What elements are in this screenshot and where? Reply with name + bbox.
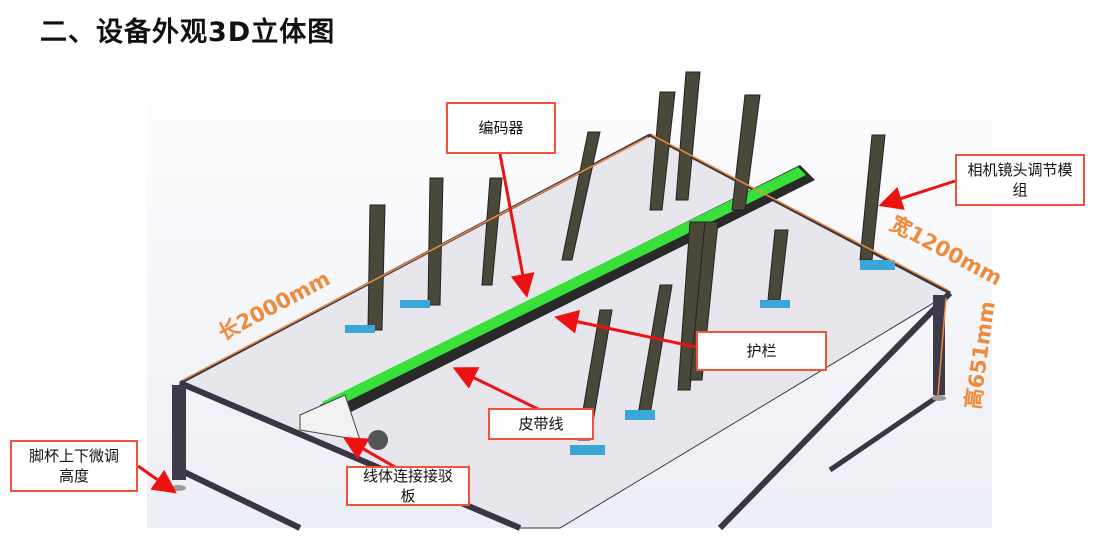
camera-posts xyxy=(367,71,886,441)
callout-guardrail: 护栏 xyxy=(696,331,827,371)
foot-cup xyxy=(932,395,946,401)
callout-connect-plate: 线体连接接驳板 xyxy=(346,466,470,506)
foot-cup xyxy=(170,485,186,491)
table-leg xyxy=(172,385,186,480)
callout-camera-module: 相机镜头调节模组 xyxy=(955,154,1085,206)
callout-belt-line: 皮带线 xyxy=(488,408,594,440)
callout-arrows xyxy=(137,153,956,494)
page-title: 二、设备外观3D立体图 xyxy=(40,17,336,48)
callout-encoder: 编码器 xyxy=(446,102,556,154)
post-brackets xyxy=(345,260,895,455)
motor xyxy=(368,430,388,450)
dimension-lines xyxy=(182,134,949,396)
table-leg xyxy=(933,295,945,395)
table-frame xyxy=(170,133,953,531)
callout-foot-cup: 脚杯上下微调高度 xyxy=(10,440,138,492)
